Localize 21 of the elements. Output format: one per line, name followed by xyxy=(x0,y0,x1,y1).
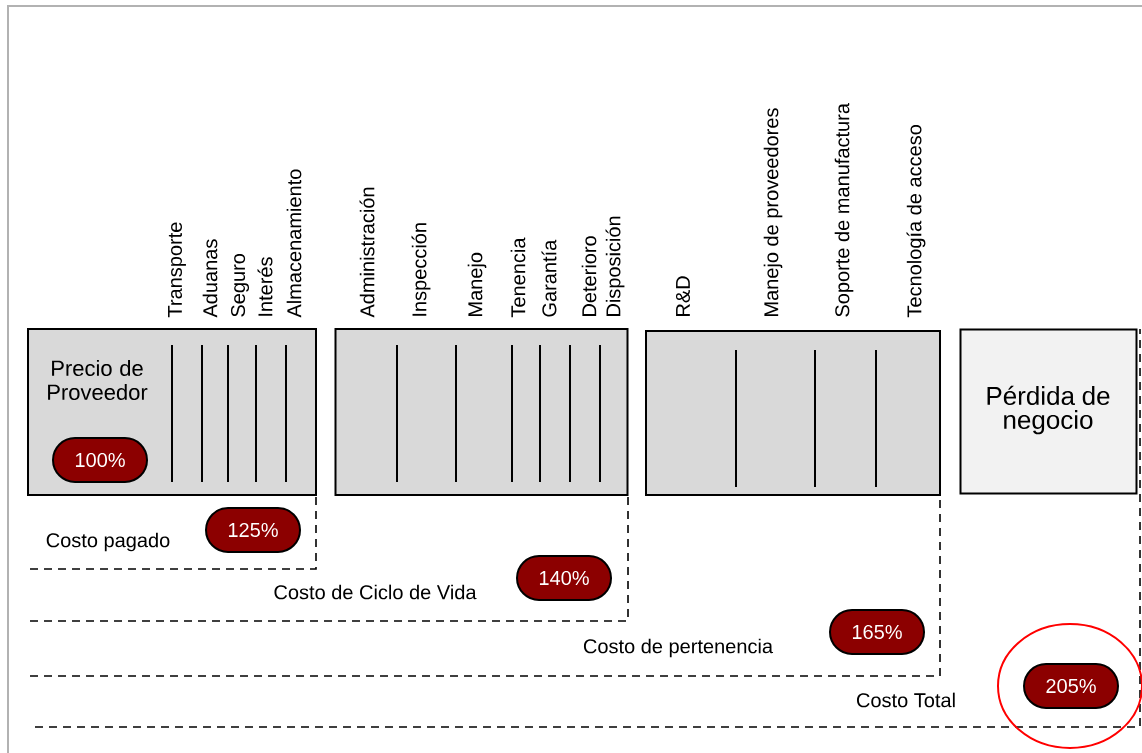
cost-label: Costo de Ciclo de Vida xyxy=(274,584,477,600)
category-label: Tecnología de acceso xyxy=(906,125,926,318)
percentage-badge: 100% xyxy=(52,437,148,483)
cost-label: Costo pagado xyxy=(46,532,170,552)
cost-box xyxy=(645,330,941,496)
category-label: Seguro xyxy=(230,253,250,317)
category-label: Aduanas xyxy=(202,239,218,318)
percentage-badge: 140% xyxy=(516,555,612,601)
cost-label: Costo Total xyxy=(857,692,955,708)
percentage-badge: 205% xyxy=(1023,663,1119,709)
percentage-badge: 165% xyxy=(829,609,925,655)
cost-label: Costo de pertenencia xyxy=(583,638,774,658)
cost-box: Pérdida de negocio xyxy=(959,328,1138,495)
percentage-badge: 125% xyxy=(205,507,301,553)
category-label: Almacenamiento xyxy=(286,169,302,318)
category-label: R&D xyxy=(676,276,690,316)
cost-box xyxy=(334,328,629,496)
category-label: Disposición xyxy=(605,216,625,316)
category-label: Deterioro xyxy=(581,236,597,316)
category-label: Transporte xyxy=(168,222,186,318)
category-label: Interés xyxy=(257,257,273,316)
